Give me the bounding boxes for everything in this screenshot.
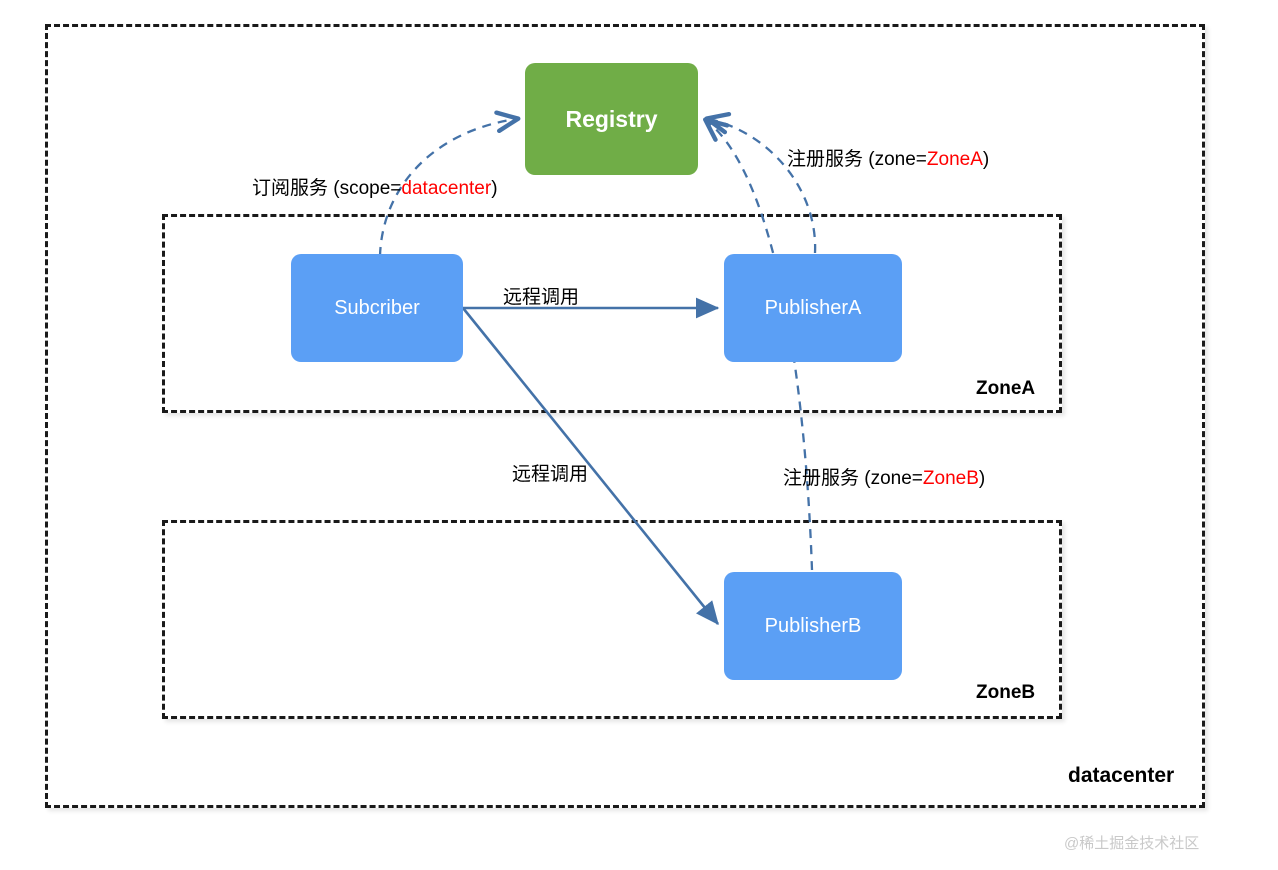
edge-label-subscribe-highlight: datacenter <box>401 178 492 199</box>
node-subcriber-label: Subcriber <box>334 296 420 319</box>
node-publisher-a-label: PublisherA <box>764 296 862 319</box>
edge-label-register-a-highlight: ZoneA <box>926 149 983 170</box>
node-registry[interactable]: Registry <box>525 63 698 175</box>
edge-label-subscribe-suffix: ) <box>491 178 498 199</box>
node-publisher-b[interactable]: PublisherB <box>724 572 902 680</box>
watermark: @稀土掘金技术社区 <box>1064 835 1200 852</box>
container-label-zoneb: ZoneB <box>976 682 1036 703</box>
container-label-zonea: ZoneA <box>976 378 1036 399</box>
node-subcriber[interactable]: Subcriber <box>291 254 463 362</box>
edge-label-subscribe-prefix: 订阅服务 (scope= <box>252 178 402 199</box>
container-zoneb <box>162 520 1062 719</box>
edge-label-rpc-b: 远程调用 <box>512 464 589 485</box>
container-datacenter <box>45 24 1205 808</box>
edge-label-rpc-a: 远程调用 <box>503 287 580 308</box>
edge-label-register-b-suffix: ) <box>978 468 986 489</box>
edge-label-register-a-prefix: 注册服务 (zone= <box>787 149 927 170</box>
node-publisher-b-label: PublisherB <box>764 614 862 637</box>
edge-label-subscribe: 订阅服务 (scope=datacenter) <box>252 173 498 200</box>
edge-label-register-a: 注册服务 (zone=ZoneA) <box>787 144 989 171</box>
edge-label-register-a-suffix: ) <box>982 149 990 170</box>
container-label-datacenter: datacenter <box>1068 764 1175 787</box>
edge-label-register-b-prefix: 注册服务 (zone= <box>783 468 923 489</box>
node-publisher-a[interactable]: PublisherA <box>724 254 902 362</box>
node-registry-label: Registry <box>565 105 658 132</box>
edge-label-register-b: 注册服务 (zone=ZoneB) <box>783 463 985 490</box>
edge-label-register-b-highlight: ZoneB <box>922 468 979 489</box>
